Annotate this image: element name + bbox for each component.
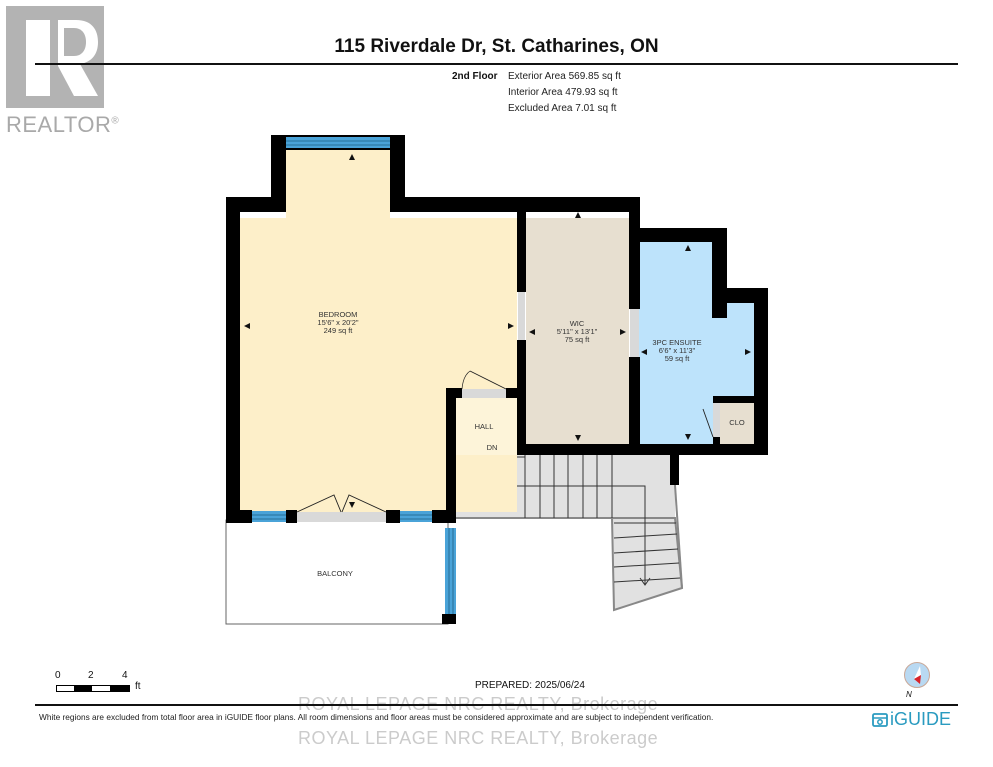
floor-label: 2nd Floor bbox=[452, 71, 498, 82]
exterior-area: Exterior Area 569.85 sq ft bbox=[508, 71, 621, 82]
scale-tick-2: 2 bbox=[88, 670, 94, 681]
hall-name: HALL bbox=[475, 422, 494, 431]
scale-unit: ft bbox=[135, 681, 141, 692]
page-title: 115 Riverdale Dr, St. Catharines, ON bbox=[334, 36, 659, 57]
ensuite-dims: 6'6" x 11'3" bbox=[659, 346, 696, 355]
balcony-area bbox=[225, 519, 449, 625]
wic-area: 75 sq ft bbox=[565, 335, 591, 344]
iguide-camera-icon bbox=[872, 712, 888, 727]
prepared-date: PREPARED: 2025/06/24 bbox=[475, 680, 585, 691]
ensuite-floor bbox=[637, 242, 754, 444]
closet-name: CLO bbox=[729, 418, 745, 427]
closet-floor bbox=[720, 403, 754, 444]
title-divider bbox=[35, 63, 958, 65]
excluded-area: Excluded Area 7.01 sq ft bbox=[508, 103, 617, 114]
ensuite-name: 3PC ENSUITE bbox=[652, 338, 701, 347]
bedroom-name: BEDROOM bbox=[319, 310, 358, 319]
realtor-r-icon bbox=[6, 6, 104, 108]
iguide-logo: iGUIDE bbox=[872, 709, 951, 730]
scale-tick-0: 0 bbox=[55, 670, 61, 681]
watermark-bottom: ROYAL LEPAGE NRC REALTY, Brokerage bbox=[298, 728, 659, 748]
compass-north-label: N bbox=[906, 690, 912, 699]
disclaimer-text: White regions are excluded from total fl… bbox=[39, 712, 714, 722]
dimension-markers bbox=[244, 154, 751, 508]
footer-divider bbox=[35, 704, 958, 706]
bedroom-dims: 15'6" x 20'2" bbox=[317, 318, 358, 327]
hall-floor bbox=[455, 398, 517, 455]
doors bbox=[296, 292, 720, 522]
balcony-name: BALCONY bbox=[317, 569, 353, 578]
stairs-down-label: DN bbox=[487, 443, 498, 452]
realtor-logo: REALTOR® bbox=[6, 6, 119, 137]
windows bbox=[252, 137, 456, 614]
wic-floor bbox=[526, 218, 629, 444]
interior-area: Interior Area 479.93 sq ft bbox=[508, 87, 618, 98]
ensuite-area: 59 sq ft bbox=[665, 354, 691, 363]
bedroom-area: 249 sq ft bbox=[324, 326, 354, 335]
wic-dims: 5'11" x 13'1" bbox=[557, 327, 598, 336]
realtor-wordmark: REALTOR® bbox=[6, 112, 120, 137]
compass-icon bbox=[903, 661, 931, 689]
wic-name: WIC bbox=[570, 319, 585, 328]
scale-tick-4: 4 bbox=[122, 670, 128, 681]
iguide-wordmark: iGUIDE bbox=[890, 709, 952, 729]
